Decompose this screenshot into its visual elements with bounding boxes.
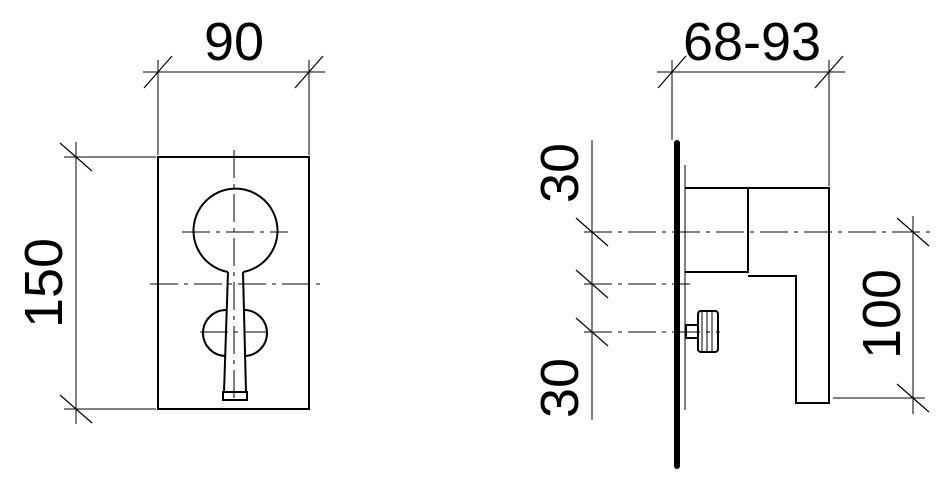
dim-upper-30-label: 30	[530, 143, 590, 203]
dim-depth-label: 68-93	[683, 12, 821, 72]
lever-tip	[222, 391, 248, 401]
dim-150-tick-bottom	[59, 394, 93, 424]
lever-shaft-left	[223, 271, 229, 393]
diverter-knob-right	[243, 309, 268, 357]
dim-spacing-tick-upper	[575, 217, 609, 247]
dim-150-tick-top	[59, 142, 93, 172]
dim-spacing-tick-lower	[575, 317, 609, 347]
lever-knob	[192, 187, 279, 273]
lever-shaft-right	[242, 271, 247, 393]
dim-90-tick-left	[143, 55, 173, 89]
dim-100-tick-top	[896, 217, 930, 247]
dim-90-label: 90	[204, 12, 264, 72]
dim-depth-tick-right	[814, 55, 844, 89]
dim-spacing-tick-middle	[575, 269, 609, 299]
side-body	[685, 187, 749, 273]
side-handle	[748, 187, 830, 404]
dim-depth-tick-left	[657, 55, 687, 89]
dim-100-tick-bottom	[896, 383, 930, 413]
dim-90-tick-right	[294, 55, 324, 89]
side-view: 68-93 30 30 100	[530, 12, 935, 469]
front-view: 90 150	[14, 12, 325, 424]
dim-100-label: 100	[852, 269, 912, 359]
dim-150-label: 150	[14, 238, 74, 328]
diverter-knob-left	[202, 309, 227, 357]
dim-lower-30-label: 30	[530, 358, 590, 418]
